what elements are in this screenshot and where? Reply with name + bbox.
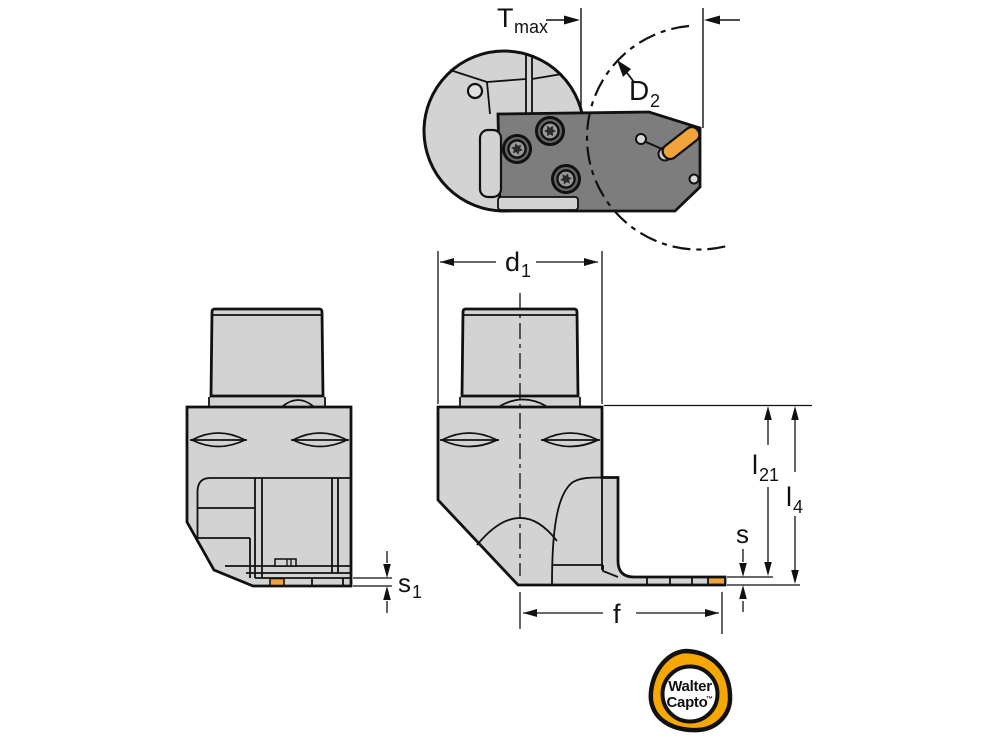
l21-label-sub: 21 xyxy=(759,465,779,485)
f-label: f xyxy=(613,599,621,629)
s1-label: s xyxy=(398,568,411,598)
top-view xyxy=(422,24,728,251)
cutting-insert-top xyxy=(661,125,701,161)
dim-d2 xyxy=(617,60,635,83)
dim-s1 xyxy=(353,551,392,613)
cutting-insert-side xyxy=(707,576,726,586)
head-facet-lines xyxy=(449,55,563,115)
clamp-finger xyxy=(478,128,503,199)
s-label: s xyxy=(736,519,749,549)
tmax-label: T xyxy=(497,3,514,33)
shim-detail xyxy=(274,558,297,567)
l21-label: l xyxy=(752,450,758,480)
cartridge-seat-strip xyxy=(497,196,579,211)
clamp-slots-2 xyxy=(439,432,601,448)
coupling-shank xyxy=(209,307,325,398)
tmax-label-sub: max xyxy=(514,17,548,37)
d1-label: d xyxy=(505,247,520,277)
cartridge-hole xyxy=(688,173,700,185)
dim-tmax xyxy=(546,8,740,128)
torx-screw-icon xyxy=(502,116,581,194)
dim-s xyxy=(727,549,800,612)
logo-line2: Capto xyxy=(667,694,708,711)
l4-label: l xyxy=(786,482,792,512)
coupling-flange-2 xyxy=(460,397,580,406)
dim-l4 xyxy=(791,406,799,584)
dim-d1 xyxy=(437,251,603,404)
logo-inner-circle xyxy=(660,664,720,724)
pin-hole xyxy=(635,133,647,145)
flange-notch xyxy=(282,399,314,407)
side-view xyxy=(436,293,727,587)
dim-f xyxy=(519,592,723,634)
logo-line1: Walter xyxy=(668,678,712,695)
front-view xyxy=(185,307,353,588)
logo-trademark: ™ xyxy=(706,696,713,703)
clamp-slots xyxy=(190,432,350,448)
pin-line xyxy=(645,141,663,150)
d1-label-sub: 1 xyxy=(521,261,531,281)
l4-label-sub: 4 xyxy=(793,497,803,517)
tool-body xyxy=(185,405,353,588)
s1-label-sub: 1 xyxy=(412,582,422,602)
coupling-flange xyxy=(209,397,325,406)
head-hole xyxy=(466,82,484,100)
d2-label-sub: 2 xyxy=(650,91,660,111)
cutting-insert-front xyxy=(269,577,285,587)
walter-capto-logo: Walter Capto ™ xyxy=(648,648,733,733)
dim-l21 xyxy=(604,404,812,576)
workpiece-circle xyxy=(585,24,728,251)
coupling-shank-2 xyxy=(460,307,580,398)
flange-notch-2 xyxy=(499,398,547,407)
d2-label: D xyxy=(629,75,649,106)
tool-body-2-lines xyxy=(476,476,693,585)
tool-body-lines xyxy=(195,477,351,586)
